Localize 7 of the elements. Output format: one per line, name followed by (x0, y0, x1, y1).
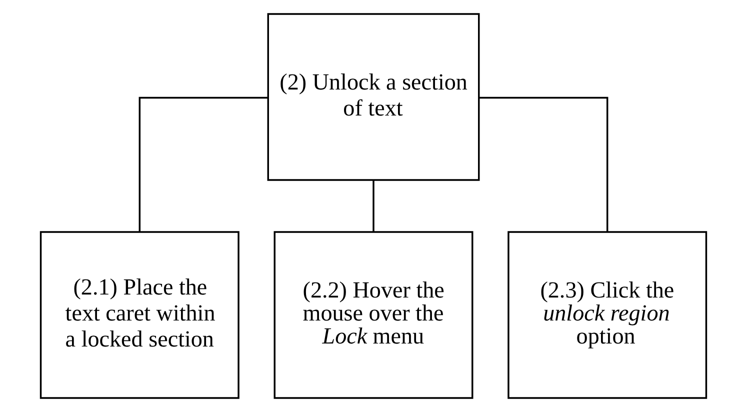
connector (479, 96, 608, 232)
node-box: (2.2) Hover the mouse over the Lock menu (274, 231, 474, 399)
connector (372, 180, 374, 232)
node-box: (2.3) Click the unlock region option (508, 231, 708, 399)
connector (138, 96, 268, 232)
node-box: (2) Unlock a section of text (267, 13, 480, 181)
node-box: (2.1) Place the text caret within a locked section (40, 231, 240, 399)
